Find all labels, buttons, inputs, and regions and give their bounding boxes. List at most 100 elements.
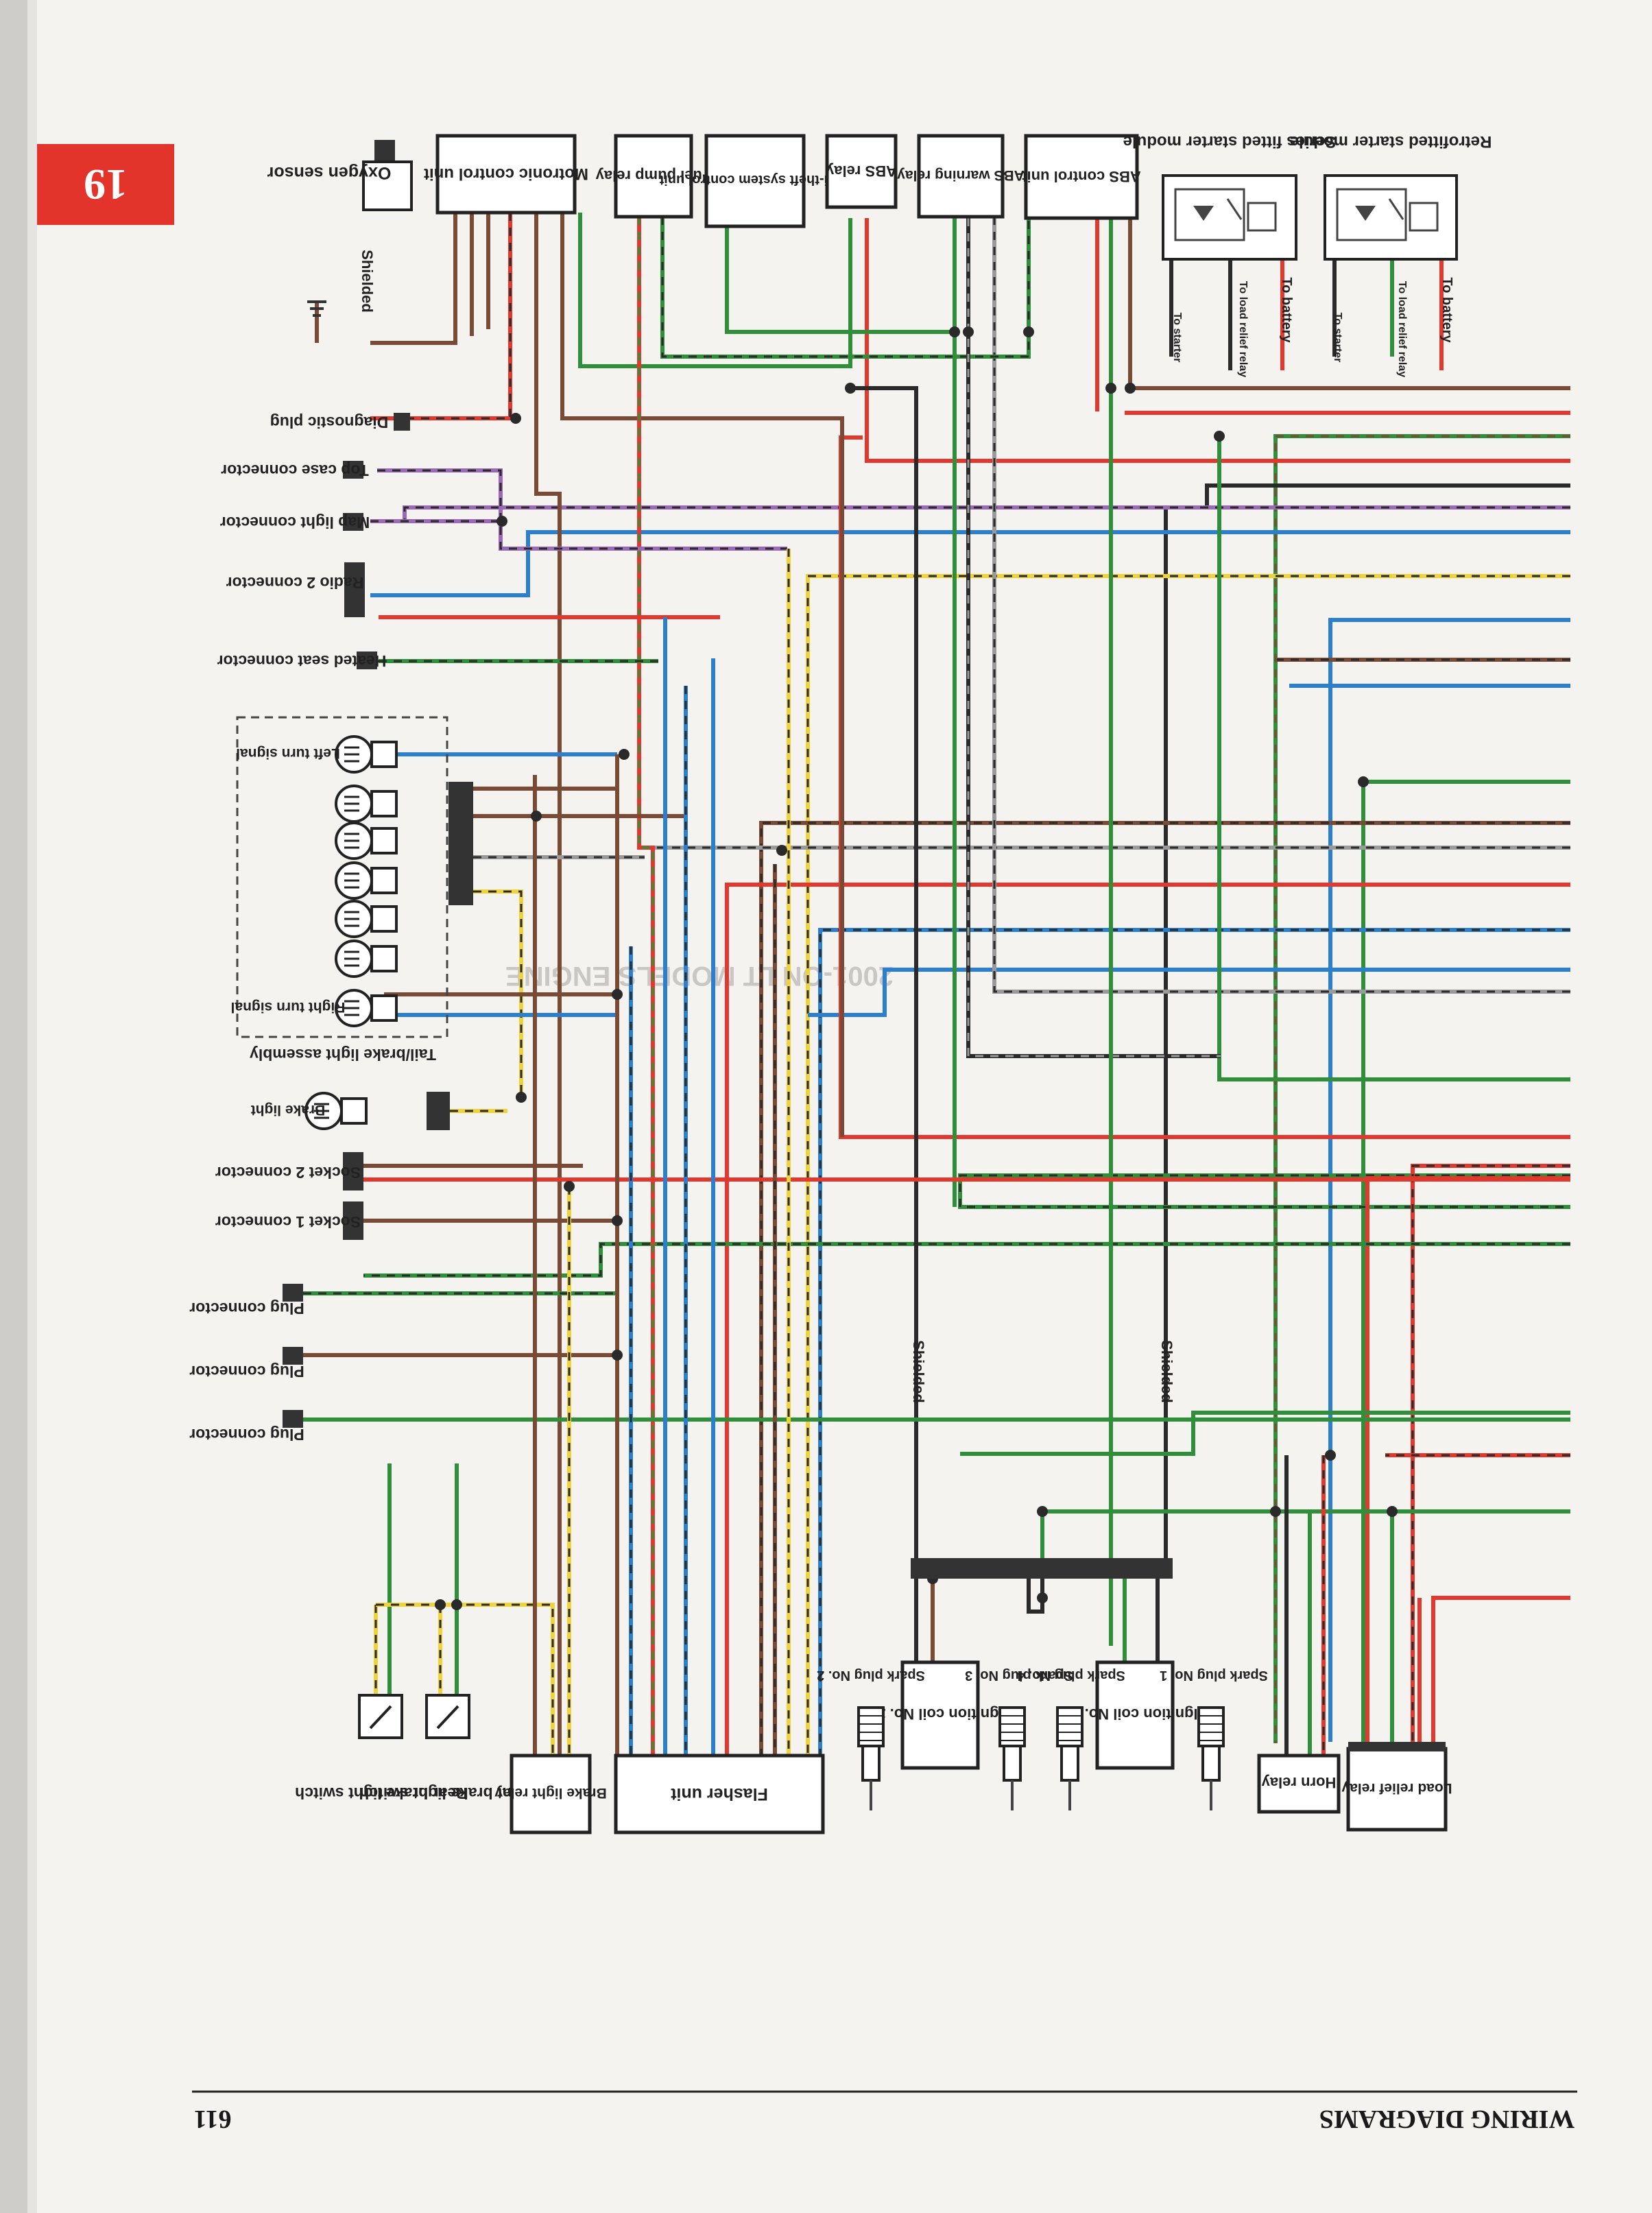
front-brake-light-switch: Front brake light switch bbox=[359, 1694, 538, 1802]
section-tab bbox=[37, 144, 174, 225]
svg-text:To battery: To battery bbox=[1439, 277, 1455, 343]
spark-plug-3 bbox=[998, 1706, 1026, 1810]
junction-dot bbox=[619, 749, 630, 760]
junction-dot bbox=[1037, 1592, 1048, 1603]
wire-stripe-black-21 bbox=[959, 1174, 1570, 1208]
heated-seat-connector: Heated seat connector bbox=[217, 651, 387, 670]
wire-green-35 bbox=[578, 213, 852, 368]
brake-light: Brake light bbox=[251, 1092, 450, 1130]
top-case-connector: Top case connector bbox=[221, 461, 369, 479]
svg-text:Shielded: Shielded bbox=[1158, 1340, 1175, 1403]
wire-stripe-black-37 bbox=[661, 217, 1030, 358]
junction-dot bbox=[1125, 383, 1136, 394]
svg-text:Rear brake light switch: Rear brake light switch bbox=[295, 1784, 468, 1802]
bulbs bbox=[304, 735, 398, 1130]
svg-text:Ignition coil No. 1: Ignition coil No. 1 bbox=[1072, 1706, 1197, 1723]
right-turn-signal-label: Right turn signal bbox=[231, 999, 346, 1015]
svg-text:Spark plug No. 4: Spark plug No. 4 bbox=[1016, 1668, 1125, 1683]
svg-text:Shielded: Shielded bbox=[359, 250, 376, 313]
wire-red-4 bbox=[865, 218, 1570, 463]
svg-text:Spark plug No. 2: Spark plug No. 2 bbox=[817, 1668, 925, 1683]
wire-stripe-grey-40 bbox=[967, 218, 1221, 1057]
wire-green-27 bbox=[1040, 1509, 1570, 1558]
wire-green-19 bbox=[1217, 436, 1570, 1081]
wire-stripe-black-52 bbox=[370, 520, 787, 550]
wire-red-23 bbox=[1365, 1176, 1570, 1742]
bulb-5 bbox=[335, 900, 398, 938]
shielded-labels: Shielded Shielded Shielded bbox=[359, 250, 1175, 1403]
svg-text:Front brake light switch: Front brake light switch bbox=[359, 1784, 537, 1802]
spark-plug-2 bbox=[857, 1706, 885, 1810]
junction-dot bbox=[949, 326, 960, 337]
wire-blue-9 bbox=[1328, 618, 1570, 1742]
bulb-6 bbox=[335, 940, 398, 978]
footer-title: WIRING DIAGRAMS bbox=[1319, 2105, 1575, 2133]
spark-plug-4 bbox=[1056, 1706, 1084, 1810]
wire-red-28 bbox=[1431, 1596, 1570, 1742]
bulb-7 bbox=[335, 989, 398, 1027]
svg-text:Shielded: Shielded bbox=[910, 1340, 927, 1403]
wire-stripe-brown-3 bbox=[1274, 435, 1570, 1743]
svg-text:Map light connector: Map light connector bbox=[220, 514, 370, 531]
load-relief-relay: Load relief relay bbox=[1341, 1747, 1452, 1832]
svg-text:Right turn signal: Right turn signal bbox=[231, 999, 346, 1015]
junction-dot bbox=[776, 845, 787, 856]
wire-purple-black-51 bbox=[377, 468, 503, 521]
svg-text:Series fitted starter module: Series fitted starter module bbox=[1123, 132, 1337, 151]
junction-dot bbox=[531, 811, 542, 822]
wire-purple-black-52 bbox=[370, 519, 787, 551]
svg-text:To starter: To starter bbox=[1171, 313, 1183, 363]
wire-green-25 bbox=[960, 1411, 1570, 1456]
ground-symbol bbox=[307, 300, 326, 343]
wire-blue-17 bbox=[808, 968, 1570, 1017]
wire-stripe-black-16 bbox=[819, 929, 1570, 1757]
svg-text:To load relief relay: To load relief relay bbox=[1396, 281, 1408, 377]
page-number: 611 bbox=[194, 2105, 232, 2133]
svg-text:WIRING DIAGRAMS: WIRING DIAGRAMS bbox=[1319, 2105, 1575, 2133]
page-binding-edge bbox=[0, 0, 27, 2213]
spark-plug-labels: Spark plug No. 2 Spark plug No. 3 Spark … bbox=[817, 1668, 1268, 1683]
abs-warning-relay: ABS warning relay bbox=[897, 134, 1025, 219]
svg-text:ABS control unit: ABS control unit bbox=[1022, 168, 1141, 185]
svg-text:Spark plug No. 1: Spark plug No. 1 bbox=[1160, 1668, 1268, 1683]
section-tab-number: 19 bbox=[84, 160, 128, 209]
svg-text:Top case connector: Top case connector bbox=[221, 462, 369, 479]
svg-text:Spark plug No. 3: Spark plug No. 3 bbox=[965, 1668, 1073, 1683]
wire-stripe-black-59 bbox=[473, 890, 523, 1097]
svg-text:Plug connector: Plug connector bbox=[189, 1363, 304, 1380]
svg-text:Retrofitted starter module: Retrofitted starter module bbox=[1290, 132, 1492, 151]
svg-text:Flasher unit: Flasher unit bbox=[670, 1784, 767, 1804]
wire-stripe-black-51 bbox=[377, 469, 502, 521]
junction-dot bbox=[612, 1350, 623, 1361]
svg-text:Load relief relay: Load relief relay bbox=[1341, 1780, 1452, 1796]
junction-dot bbox=[1387, 1506, 1398, 1517]
svg-text:Socket 1 connector: Socket 1 connector bbox=[215, 1213, 361, 1231]
svg-text:Radio 2 connector: Radio 2 connector bbox=[226, 574, 364, 592]
wire-green-black-37 bbox=[660, 217, 1031, 359]
bulb-4 bbox=[335, 861, 398, 900]
svg-text:Heated seat connector: Heated seat connector bbox=[217, 652, 387, 670]
wire-green-black-24 bbox=[363, 1242, 1570, 1278]
svg-text:Motronic control unit: Motronic control unit bbox=[424, 165, 588, 183]
load-relief-relay-plug bbox=[1348, 1742, 1446, 1751]
svg-text:2001-ON LT MODELS ENGINE: 2001-ON LT MODELS ENGINE bbox=[505, 961, 894, 991]
motronic-control-unit: Motronic control unit bbox=[424, 134, 588, 215]
svg-text:ABS warning relay: ABS warning relay bbox=[897, 167, 1025, 183]
fuel-pump-relay: Fuel pump relay bbox=[595, 134, 711, 219]
ignition-coil-1: Ignition coil No. 1 bbox=[1072, 1660, 1198, 1770]
wire-green-38 bbox=[725, 218, 957, 334]
svg-text:To battery: To battery bbox=[1279, 277, 1294, 343]
junction-dot bbox=[1037, 1506, 1048, 1517]
wire-blue-7 bbox=[370, 530, 1570, 597]
svg-text:Fuel pump relay: Fuel pump relay bbox=[595, 167, 711, 184]
bulb-1 bbox=[335, 735, 398, 774]
tailbrake-light-assembly: Tail/brake light assembly bbox=[236, 716, 448, 1064]
svg-text:19: 19 bbox=[84, 160, 128, 209]
plug-connector-3: Plug connector bbox=[189, 1410, 304, 1444]
wire-brown-29 bbox=[370, 213, 457, 345]
abs-relay: ABS relay bbox=[825, 134, 898, 209]
socket-2-connector: Socket 2 connector bbox=[215, 1152, 363, 1191]
tailbrake-connector-block bbox=[448, 782, 473, 905]
